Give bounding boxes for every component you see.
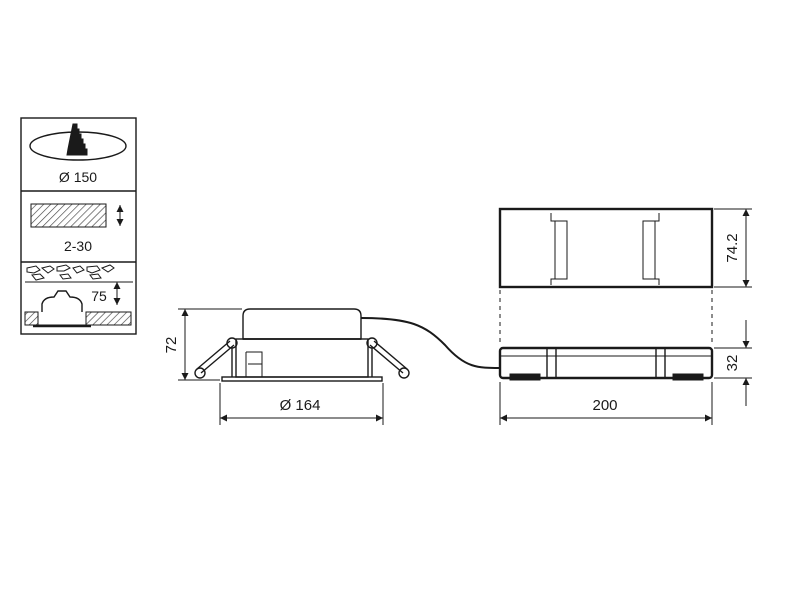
ceiling-section <box>24 311 132 326</box>
ceiling-thickness-cell: 2-30 <box>30 203 124 254</box>
driver-height-label: 32 <box>724 355 741 372</box>
cutout-diameter-cell: Ø 150 <box>29 123 127 185</box>
recessed-fixture-icon <box>41 290 83 312</box>
ceiling-thickness-label: 2-30 <box>64 238 92 254</box>
driver-width-dimension: 74.2 <box>714 208 752 288</box>
driver-top-view: 74.2 <box>498 207 752 289</box>
left-spring-clip <box>194 337 238 379</box>
driver-length-dimension: 200 <box>499 382 713 425</box>
ceiling-hatch <box>31 204 106 227</box>
insulation-clearance-label: 75 <box>91 288 107 304</box>
connection-cable <box>360 317 501 369</box>
driver-height-dimension: 32 <box>714 320 752 406</box>
luminaire-diameter-label: Ø 164 <box>280 397 321 414</box>
diameter-dimension: Ø 164 <box>219 383 384 425</box>
installation-legend-panel: Ø 150 2-30 <box>20 117 137 335</box>
height-dimension: 72 <box>163 308 242 381</box>
driver-length-label: 200 <box>592 397 617 414</box>
downlight-flange <box>221 376 383 382</box>
downlight-housing <box>242 308 362 340</box>
cutout-diameter-label: Ø 150 <box>59 169 97 185</box>
downlight-side-view: 72 Ø 164 <box>163 308 410 425</box>
driver-side-view: 32 200 <box>498 320 752 425</box>
luminaire-height-label: 72 <box>163 337 180 354</box>
keyhole-saw-icon <box>66 123 88 156</box>
insulation-stones-icon <box>26 264 115 281</box>
right-spring-clip <box>366 337 410 379</box>
insulation-clearance-cell: 75 <box>24 264 133 328</box>
driver-width-label: 74.2 <box>724 233 741 262</box>
